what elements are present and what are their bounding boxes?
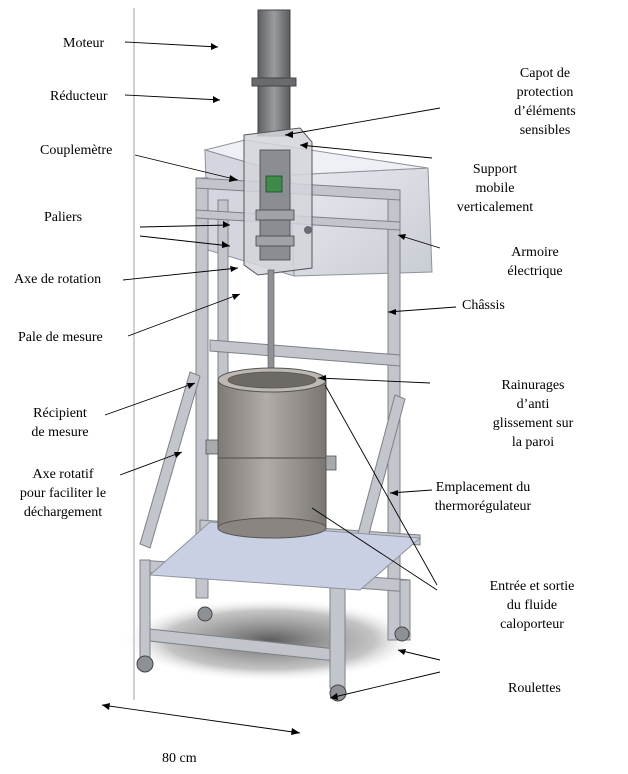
label-rainurages: Rainurages d’anti glissement sur la paro… [478,376,588,452]
label-reducteur: Réducteur [50,89,108,104]
label-roulettes: Roulettes [508,681,561,696]
leader-arrows [101,41,457,734]
rotation-shaft [267,269,275,381]
label-support-line3: verticalement [456,200,534,215]
label-entree: Entrée et sortie du fluide caloporteur [468,577,596,634]
label-recipient: Récipient de mesure [22,404,98,442]
label-axe-rotatif-line3: déchargement [23,505,103,520]
protective-cover [243,127,313,276]
label-rainurages-line1: Rainurages [501,378,565,393]
label-support-line1: Support [472,162,518,177]
label-pale-mesure: Pale de mesure [18,330,103,345]
label-emplacement: Emplacement du thermorégulateur [420,478,546,516]
label-axe-rotatif-line1: Axe rotatif [32,467,94,482]
label-axe-rotation: Axe de rotation [14,272,102,287]
label-entree-line3: caloporteur [500,617,564,632]
label-capot-line4: sensibles [519,123,571,138]
label-capot-line1: Capot de [519,66,571,81]
label-entree-line2: du fluide [506,598,558,613]
motor [251,9,297,87]
label-recipient-line1: Récipient [33,406,87,421]
label-moteur: Moteur [63,36,105,51]
label-capot-line3: d’éléments [514,104,576,119]
label-recipient-line2: de mesure [31,425,89,440]
label-rainurages-line4: la paroi [511,435,555,450]
label-dimension: 80 cm [162,751,197,766]
label-axe-rotatif: Axe rotatif pour faciliter le déchargeme… [4,465,122,522]
label-paliers: Paliers [44,210,83,225]
label-rainurages-line2: d’anti [516,397,550,412]
label-couplemetre: Couplemètre [40,143,113,158]
label-axe-rotatif-line2: pour faciliter le [19,486,107,501]
label-emplacement-line1: Emplacement du [435,480,531,495]
label-capot: Capot de protection d’éléments sensibles [490,64,600,140]
arrow-heads [102,43,406,735]
label-armoire-line1: Armoire [511,245,559,260]
label-support: Support mobile verticalement [450,160,540,217]
label-chassis: Châssis [462,298,505,313]
torque-meter [265,175,283,193]
label-emplacement-line2: thermorégulateur [434,499,532,514]
label-entree-line1: Entrée et sortie [489,579,575,594]
label-capot-line2: protection [516,85,574,100]
label-armoire: Armoire électrique [490,243,580,281]
label-armoire-line2: électrique [507,264,563,279]
label-rainurages-line3: glissement sur [492,416,574,431]
label-support-line2: mobile [475,181,515,196]
measuring-vessel [205,367,337,539]
reducer [257,85,291,137]
